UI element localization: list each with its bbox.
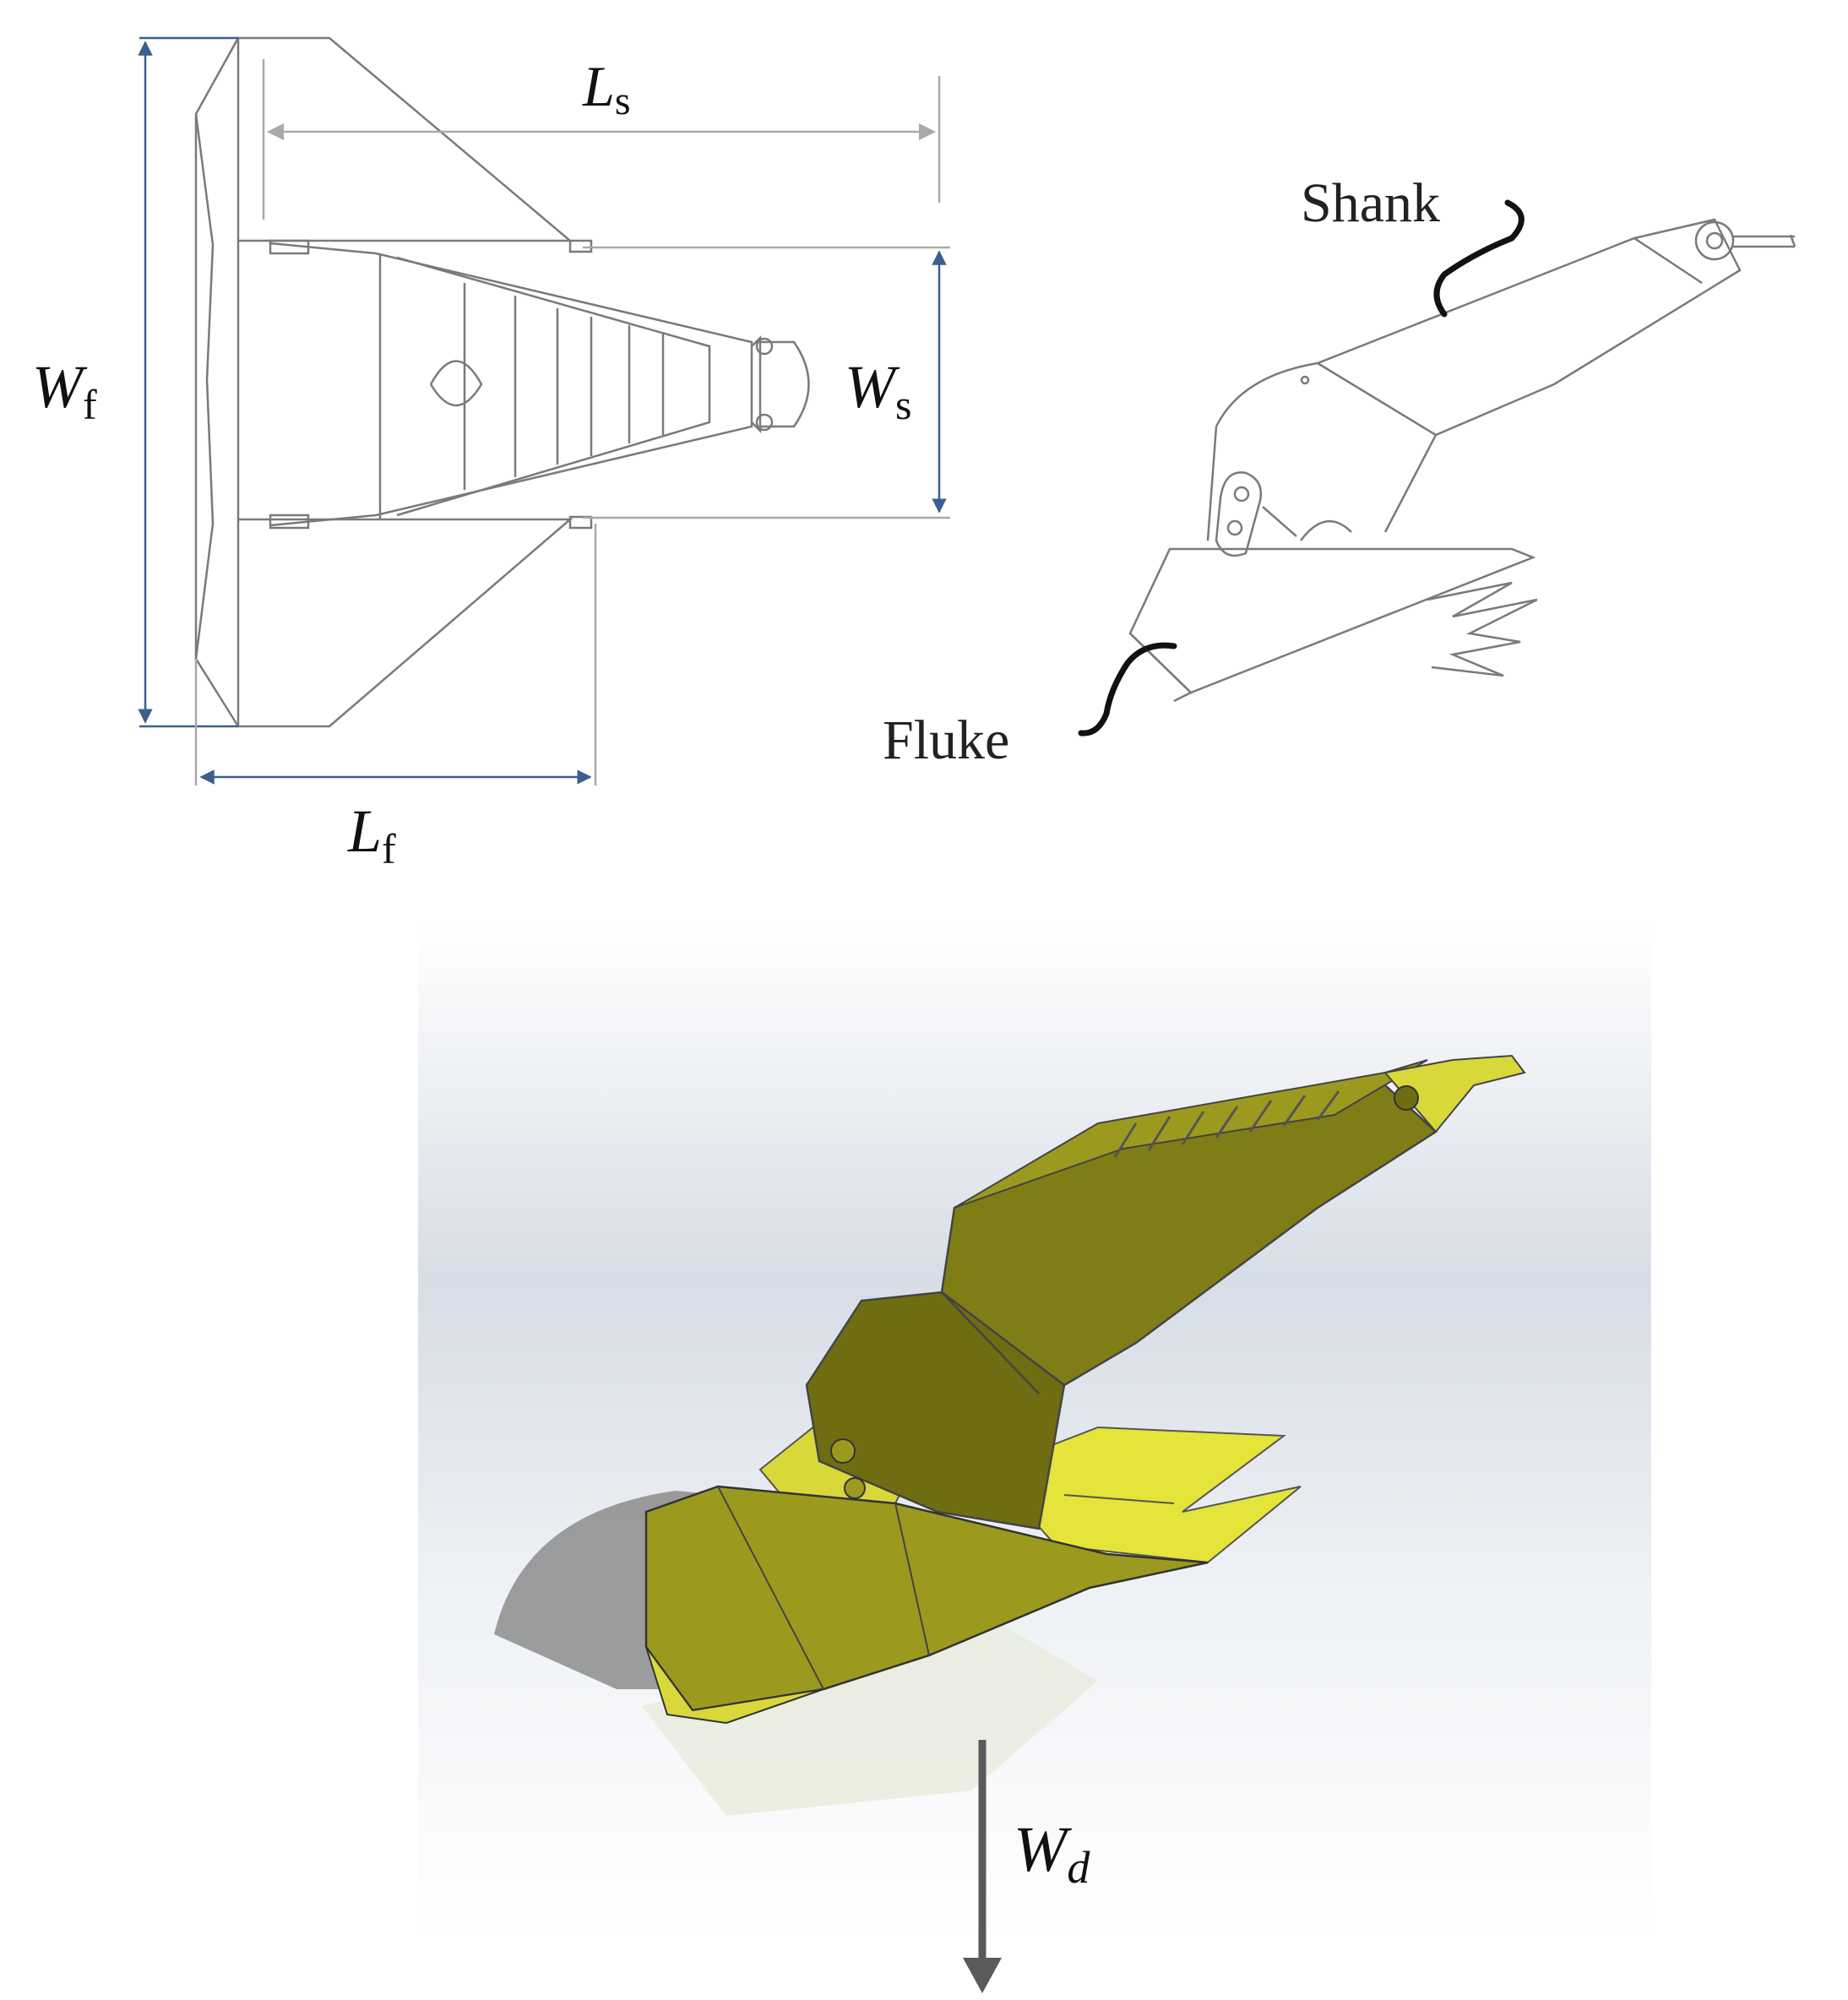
shank-eye <box>1694 220 1735 261</box>
render-fluke-bottom <box>645 1646 824 1725</box>
shank-center-arc <box>429 360 483 407</box>
fluke-leader <box>1078 642 1177 736</box>
top-view-drawing <box>194 36 810 728</box>
render-shackle <box>1383 1054 1526 1133</box>
shank-leader <box>1433 199 1525 318</box>
shackle <box>751 334 810 434</box>
shank-eye-link <box>1733 234 1796 248</box>
weight-arrow-head <box>963 1958 1002 1993</box>
shank-ribs <box>463 283 665 490</box>
render-view: Wd <box>418 925 1651 1993</box>
shank-lower-line <box>1206 426 1218 541</box>
fluke-teeth <box>1427 581 1538 677</box>
fluke-side-outline <box>1128 547 1536 694</box>
fluke-outline-lower <box>236 518 573 728</box>
hinge-plate <box>1215 471 1263 557</box>
label-ws: Ws <box>845 353 911 428</box>
dimension-lines <box>138 36 950 785</box>
fluke-side-edge <box>1129 633 1193 703</box>
shank-segments <box>1317 236 1703 437</box>
label-wf: Wf <box>32 353 97 428</box>
label-ls: Ls <box>582 54 631 123</box>
label-shank: Shank <box>1301 172 1440 234</box>
shank-frame <box>269 242 753 527</box>
fluke-chevron <box>194 113 215 660</box>
shank-hole <box>1300 375 1310 385</box>
label-wd: Wd <box>1014 1814 1090 1893</box>
render-shank-ribs <box>1113 1090 1340 1158</box>
side-view-drawing <box>1128 218 1796 703</box>
label-lf: Lf <box>347 797 396 872</box>
fluke-left-edge <box>194 37 240 727</box>
label-fluke: Fluke <box>883 709 1009 771</box>
render-shank-top-face <box>954 1059 1428 1209</box>
shank-inner-frame <box>378 253 711 519</box>
fluke-outline <box>236 36 573 242</box>
shank-outline <box>1215 218 1742 533</box>
